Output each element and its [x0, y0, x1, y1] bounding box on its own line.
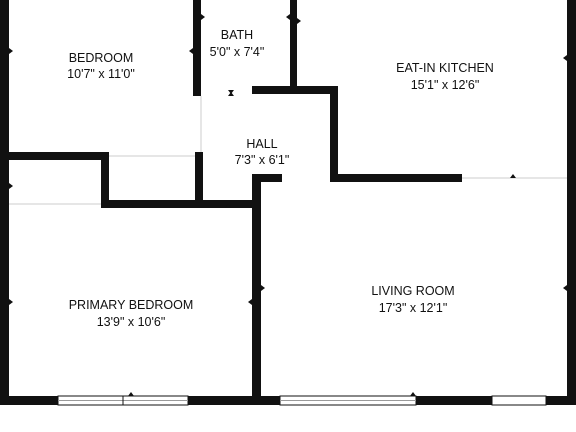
- tick: [297, 18, 301, 24]
- outer-wall-bottom-1: [0, 396, 58, 405]
- room-primary-bedroom: PRIMARY BEDROOM 13'9" x 10'6": [69, 298, 194, 329]
- room-size: 10'7" x 11'0": [67, 67, 135, 81]
- tick: [128, 392, 134, 396]
- tick: [510, 174, 516, 178]
- room-size: 7'3" x 6'1": [235, 153, 290, 167]
- door-living-room: [491, 395, 547, 406]
- outer-wall-bottom-3: [416, 396, 492, 405]
- tick: [201, 14, 205, 20]
- room-eat-in-kitchen: EAT-IN KITCHEN 15'1" x 12'6": [396, 61, 494, 92]
- wall-living-top-stub: [252, 174, 282, 182]
- tick: [410, 178, 416, 182]
- wall-bath-bottom: [252, 86, 338, 94]
- tick: [128, 204, 134, 208]
- tick: [410, 392, 416, 396]
- room-name: EAT-IN KITCHEN: [396, 61, 494, 75]
- tick: [9, 48, 13, 54]
- room-name: PRIMARY BEDROOM: [69, 298, 194, 312]
- tick: [189, 48, 193, 54]
- wall-closet-left: [101, 152, 109, 208]
- room-name: BEDROOM: [69, 51, 134, 65]
- wall-bath-kitchen: [290, 20, 297, 88]
- tick: [334, 128, 338, 134]
- room-size: 17'3" x 12'1": [379, 301, 448, 315]
- openings: [9, 96, 567, 205]
- wall-kitchen-living: [330, 174, 462, 182]
- room-name: HALL: [246, 137, 277, 151]
- wall-hall-kitchen: [330, 86, 338, 182]
- room-bath: BATH 5'0" x 7'4": [210, 28, 265, 59]
- wall-closet-bottom: [101, 200, 203, 208]
- tick: [9, 299, 13, 305]
- room-size: 13'9" x 10'6": [97, 315, 166, 329]
- wall-living-left: [252, 174, 261, 405]
- room-bedroom: BEDROOM 10'7" x 11'0": [67, 51, 135, 81]
- outer-wall-left: [0, 0, 9, 405]
- tick: [248, 299, 252, 305]
- windows: [57, 395, 547, 406]
- outer-wall-right: [567, 0, 576, 405]
- room-name: LIVING ROOM: [371, 284, 454, 298]
- tick: [225, 204, 231, 208]
- tick: [261, 285, 265, 291]
- outer-wall-bottom-4: [546, 396, 576, 405]
- tick: [228, 90, 234, 94]
- wall-primary-top: [195, 200, 253, 208]
- wall-closet-right: [195, 152, 203, 208]
- walls: [0, 0, 576, 405]
- wall-bedroom-bath: [193, 0, 201, 96]
- room-size: 15'1" x 12'6": [411, 78, 480, 92]
- tick: [286, 14, 290, 20]
- room-size: 5'0" x 7'4": [210, 45, 265, 59]
- room-hall: HALL 7'3" x 6'1": [235, 137, 290, 167]
- tick: [9, 183, 13, 189]
- room-living-room: LIVING ROOM 17'3" x 12'1": [371, 284, 454, 315]
- tick: [563, 55, 567, 61]
- outer-wall-bottom-2: [188, 396, 280, 405]
- tick: [563, 285, 567, 291]
- room-name: BATH: [221, 28, 253, 42]
- wall-bedroom-bottom: [0, 152, 109, 160]
- dimension-ticks: [9, 14, 567, 396]
- wall-bath-kitchen-stub: [290, 0, 297, 26]
